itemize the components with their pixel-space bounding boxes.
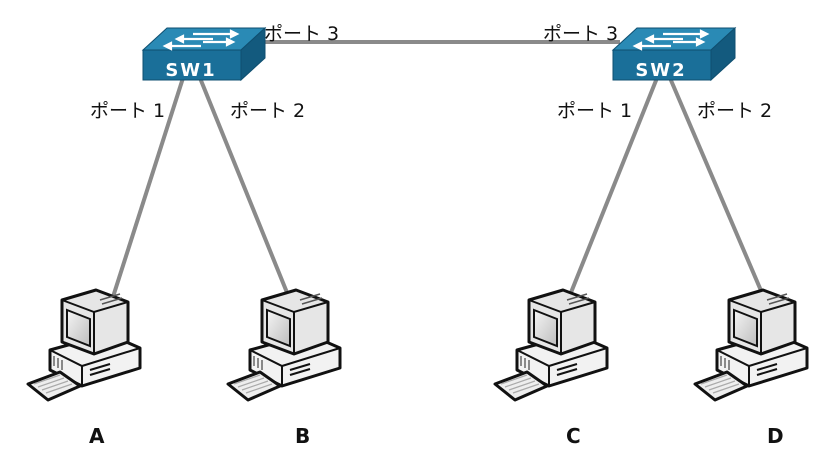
- computer-a-icon[interactable]: [26, 288, 142, 402]
- switch-sw2-label: SW2: [635, 60, 687, 81]
- computer-c-label: C: [566, 424, 581, 448]
- computer-d-icon[interactable]: [693, 288, 809, 402]
- computer-b-icon[interactable]: [226, 288, 342, 402]
- sw1-port2-label: ポート 2: [230, 100, 306, 122]
- sw1-port1-label: ポート 1: [90, 100, 166, 122]
- sw2-port3-label: ポート 3: [543, 23, 619, 45]
- switch-sw1-label: SW1: [165, 60, 217, 81]
- computer-b-label: B: [295, 424, 311, 448]
- link-sw1-a: [110, 77, 185, 301]
- computer-c-icon[interactable]: [493, 288, 609, 402]
- computer-a-label: A: [89, 424, 105, 448]
- sw2-port2-label: ポート 2: [697, 100, 773, 122]
- computer-d-label: D: [767, 424, 784, 448]
- link-sw1-b: [198, 77, 292, 301]
- link-sw2-c: [566, 77, 659, 301]
- link-sw2-d: [668, 77, 767, 301]
- sw1-port3-label: ポート 3: [264, 23, 340, 45]
- sw2-port1-label: ポート 1: [557, 100, 633, 122]
